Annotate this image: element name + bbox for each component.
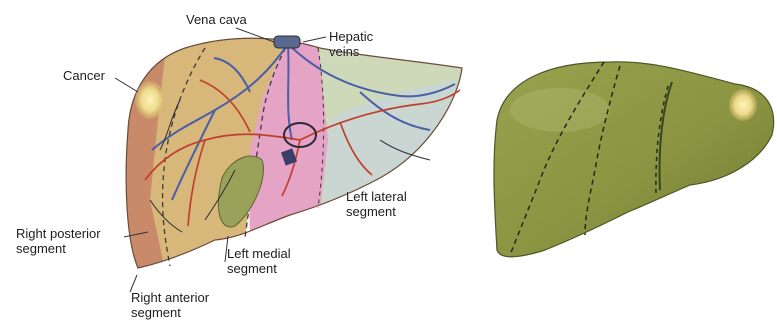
label-left-lateral-segment: Left lateral segment bbox=[346, 189, 407, 219]
label-left-medial-segment: Left medial segment bbox=[227, 246, 291, 276]
label-cancer: Cancer bbox=[63, 68, 105, 83]
vena-cava bbox=[274, 36, 300, 48]
label-right-posterior-segment: Right posterior segment bbox=[16, 226, 101, 256]
label-right-anterior-segment: Right anterior segment bbox=[131, 290, 209, 320]
tumor-right bbox=[729, 89, 757, 121]
left-liver bbox=[115, 28, 470, 292]
tumor-left bbox=[135, 81, 165, 119]
label-vena-cava: Vena cava bbox=[186, 12, 247, 27]
right-liver bbox=[494, 62, 774, 257]
label-hepatic-veins: Hepatic veins bbox=[329, 29, 373, 59]
